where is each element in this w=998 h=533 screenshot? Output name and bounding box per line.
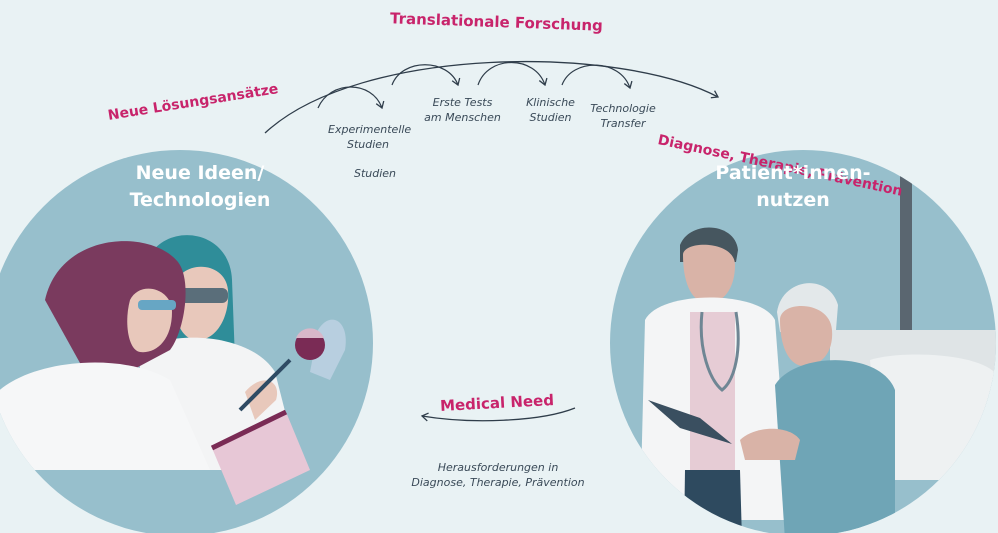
translational-arc-arrow: [264, 60, 720, 134]
right-circle-title: Patient*innen- nutzen: [715, 162, 871, 211]
medical-need-arrow: [420, 407, 576, 422]
step-label-clinical: Klinische Studien: [526, 96, 575, 124]
step-arc-1: [317, 86, 385, 110]
scientists-illustration: [0, 235, 346, 505]
challenges-caption: Herausforderungen in Diagnose, Therapie,…: [411, 461, 585, 489]
left-circle-title: Neue Ideen/ Technologien: [129, 162, 271, 211]
step-arc-3: [477, 62, 548, 87]
step-label-technology-transfer: Technologie Transfer: [590, 102, 656, 130]
step-arc-4: [561, 64, 633, 90]
step-label-experimental: Experimentelle Studien: [328, 123, 412, 151]
step-label-first-tests: Erste Tests am Menschen: [424, 96, 501, 124]
step-label-studies-extra: Studien: [353, 167, 397, 180]
doctor-patient-illustration: [640, 150, 996, 533]
step-arc-2: [391, 64, 461, 87]
